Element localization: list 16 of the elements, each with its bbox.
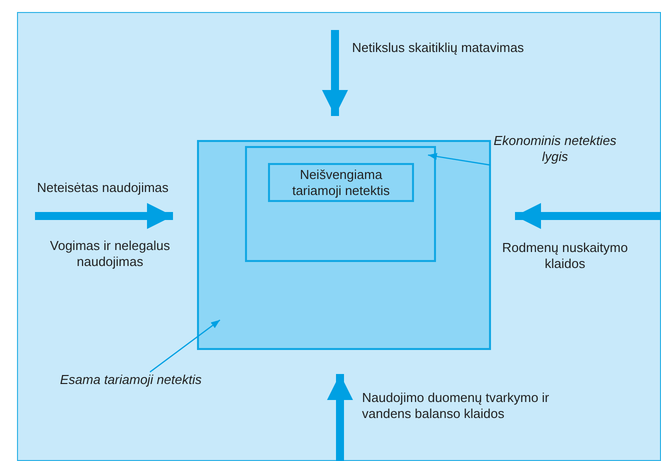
frame: [197, 140, 491, 350]
text-box: Neišvengiama tariamoji netektis: [268, 163, 414, 202]
leader-line: [150, 319, 220, 372]
callout-text: Esama tariamoji netektis: [60, 372, 240, 388]
edge-label: Netikslus skaitiklių matavimas: [352, 40, 525, 56]
edge-label: Neteisėtas naudojimas: [37, 180, 170, 196]
callout-text: Ekonominis netekties lygis: [480, 133, 630, 165]
arrow: [35, 203, 173, 229]
edge-label: Naudojimo duomenų tvarkymo ir vandens balanso klaidos: [362, 390, 550, 422]
arrow: [515, 203, 661, 229]
leader-line: [428, 153, 490, 166]
edge-label: Rodmenų nuskaitymo klaidos: [501, 240, 629, 272]
arrow: [327, 374, 353, 461]
frame: [245, 146, 436, 262]
arrow-caption: Vogimas ir nelegalus naudojimas: [49, 238, 171, 270]
arrow: [322, 30, 348, 116]
